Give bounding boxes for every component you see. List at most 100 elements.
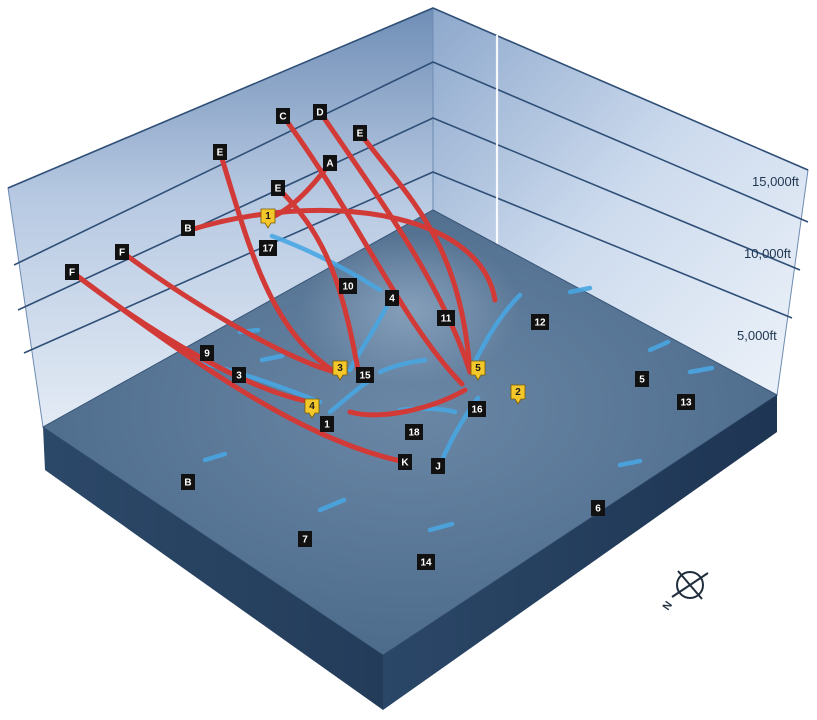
track-label: F [65,264,79,280]
track-label-box [323,155,337,171]
track-label: A [323,155,337,171]
yellow-marker-shape [260,208,276,229]
track-label-text: 15 [359,371,371,382]
track-label-text: E [275,184,282,195]
blue-track-5 [377,357,428,375]
track-label-box [259,240,277,256]
track-label-box [405,424,423,440]
yellow-marker: 4 [304,398,320,419]
track-label-text: E [357,129,364,140]
track-label-text: 10 [342,282,354,293]
track-label: 15 [356,367,374,383]
track-label-text: 16 [471,405,483,416]
track-label: D [313,104,327,120]
blue-track-9 [567,285,593,295]
blue-track-3 [467,292,523,375]
yellow-marker-text: 5 [475,363,481,374]
track-label: 4 [385,290,399,306]
track-label: F [115,244,129,260]
track-label: 18 [405,424,423,440]
track-label-box [200,345,214,361]
track-label-box [398,454,412,470]
red-track-10 [69,269,408,465]
track-label-text: B [184,224,191,235]
blue-track-10 [647,339,671,353]
track-label: 14 [417,554,435,570]
track-label: C [276,108,290,124]
track-label-box [385,290,399,306]
track-label: B [181,220,195,236]
track-label-text: 4 [389,294,395,305]
blue-track-11 [687,365,715,375]
track-label-text: 11 [441,314,452,325]
red-track-5 [280,113,465,387]
track-label: K [398,454,412,470]
track-label-box [417,554,435,570]
track-label-text: C [279,112,286,123]
altitude-label-10000: 10,000ft [744,246,791,261]
track-label-text: B [184,478,191,489]
blue-track-14 [317,497,347,513]
track-label: 12 [531,314,549,330]
blue-track-12 [617,458,643,468]
track-label: E [271,180,285,196]
track-label: 17 [259,240,277,256]
red-track-7 [317,109,473,375]
altitude-grid [7,7,809,354]
yellow-marker: 2 [510,384,526,405]
track-label-box [339,278,357,294]
track-label-box [115,244,129,260]
blue-track-13 [202,451,228,463]
track-label-box [437,310,455,326]
yellow-marker-text: 2 [515,387,521,398]
track-label-text: D [316,108,323,119]
track-label: B [181,474,195,490]
track-label-box [298,531,312,547]
track-label-box [591,500,605,516]
track-label-box [635,371,649,387]
track-label-box [468,401,486,417]
track-label-text: 9 [204,349,210,360]
track-label: 7 [298,531,312,547]
blue-track-17 [259,353,285,363]
track-label-text: E [217,148,224,159]
red-track-2 [119,249,338,375]
track-label-box [276,108,290,124]
track-label-box [65,264,79,280]
track-label: 5 [635,371,649,387]
track-label: E [213,144,227,160]
floor-side-left [43,427,383,710]
altitude-label-15000: 15,000ft [752,174,799,189]
track-label-box [353,125,367,141]
track-label: 9 [200,345,214,361]
yellow-marker-text: 4 [309,401,315,412]
track-label-box [271,180,285,196]
yellow-marker-shape [510,384,526,405]
track-label-text: 18 [408,428,420,439]
track-label-text: 1 [324,420,330,431]
track-label-text: 14 [420,558,432,569]
track-label-text: F [119,248,125,259]
track-label-text: 13 [680,398,692,409]
track-label-text: 3 [236,371,242,382]
track-label-box [431,458,445,474]
red-track-3 [217,149,338,375]
yellow-marker-shape [470,360,486,381]
track-label-box [531,314,549,330]
compass-north-letter: N [661,599,675,612]
altitude-label-5000: 5,000ft [737,328,777,343]
yellow-marker-shape [332,360,348,381]
track-label: 10 [339,278,357,294]
yellow-marker: 5 [470,360,486,381]
track-label: 16 [468,401,486,417]
blue-track-2 [347,297,393,373]
yellow-marker-text: 1 [265,211,271,222]
blue-track-15 [427,521,455,533]
red-track-11 [347,387,468,418]
track-label: 3 [232,367,246,383]
track-label-box [232,367,246,383]
yellow-marker: 1 [260,208,276,229]
track-label-box [677,394,695,410]
